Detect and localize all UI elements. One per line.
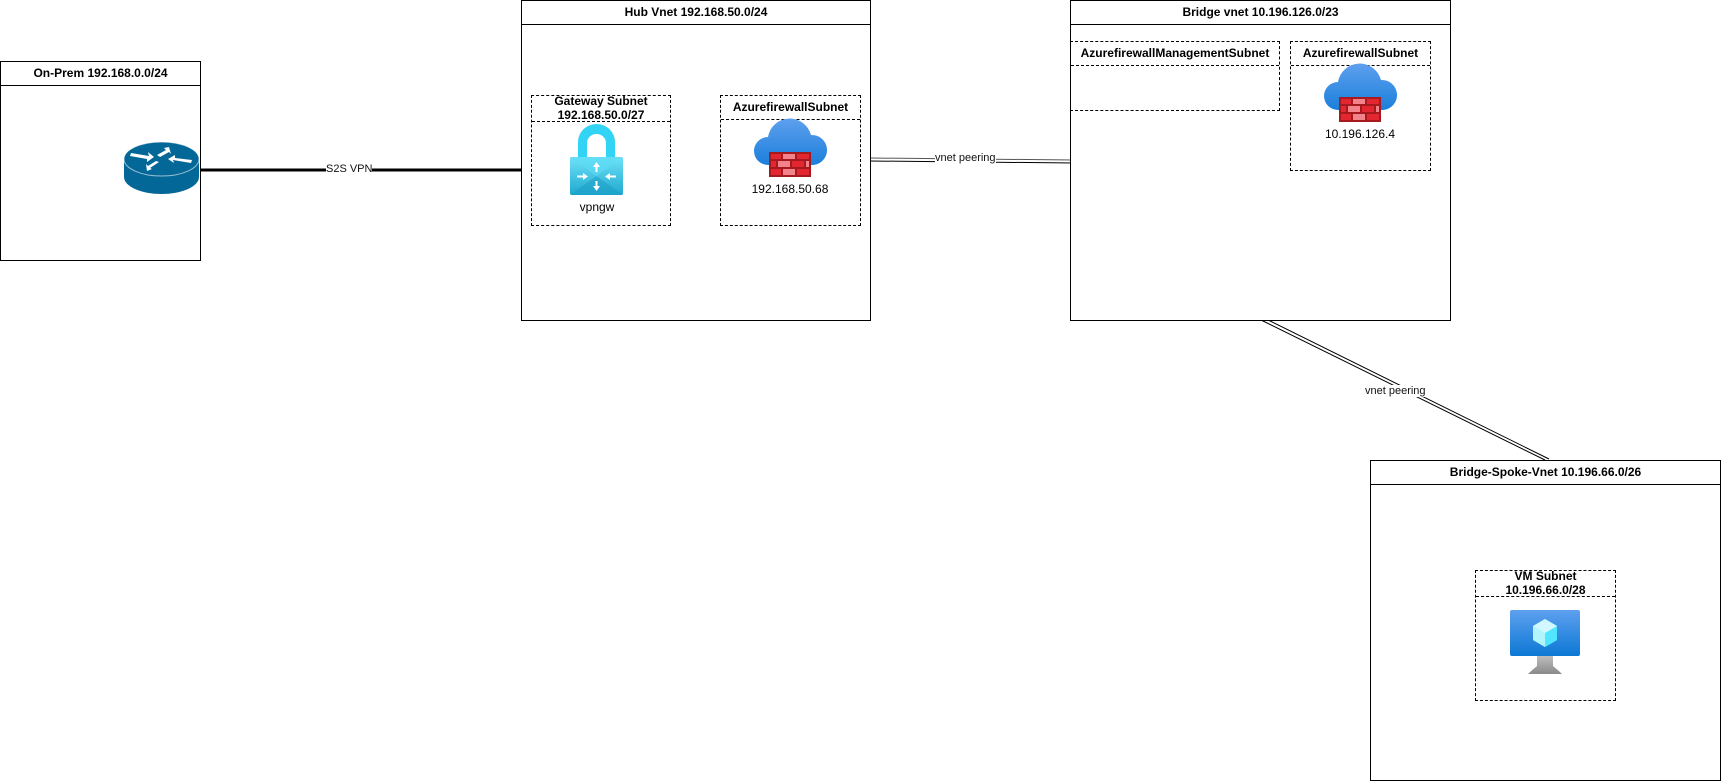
vm-subnet-title: VM Subnet 10.196.66.0/28 xyxy=(1476,567,1615,597)
hub-firewall-ip-label: 192.168.50.68 xyxy=(751,182,829,196)
hub-azure-firewall-icon[interactable] xyxy=(754,115,828,177)
spoke-vnet-title: Bridge-Spoke-Vnet 10.196.66.0/26 xyxy=(1371,461,1720,485)
hub-bridge-peering-label: vnet peering xyxy=(935,152,996,164)
bridge-mgmt-subnet[interactable]: AzurefirewallManagementSubnet xyxy=(1070,41,1280,111)
vm-subnet[interactable]: VM Subnet 10.196.66.0/28 xyxy=(1475,567,1616,701)
bridge-vnet-title: Bridge vnet 10.196.126.0/23 xyxy=(1071,1,1450,25)
hub-vnet-title: Hub Vnet 192.168.50.0/24 xyxy=(522,1,870,25)
bridge-azure-firewall-icon[interactable] xyxy=(1324,60,1398,122)
gateway-subnet-name: Gateway Subnet xyxy=(554,94,648,108)
vm-subnet-name: VM Subnet xyxy=(1514,569,1577,583)
onprem-container[interactable]: On-Prem 192.168.0.0/24 xyxy=(0,61,201,261)
gateway-subnet-title: Gateway Subnet 192.168.50.0/27 xyxy=(532,92,670,122)
vpn-gateway-icon[interactable] xyxy=(570,124,623,195)
virtual-machine-icon[interactable] xyxy=(1510,610,1580,675)
gateway-subnet[interactable]: Gateway Subnet 192.168.50.0/27 xyxy=(531,92,671,226)
onprem-title: On-Prem 192.168.0.0/24 xyxy=(1,62,200,86)
vm-subnet-cidr: 10.196.66.0/28 xyxy=(1505,583,1586,597)
bridge-firewall-ip-label: 10.196.126.4 xyxy=(1324,127,1396,141)
bridge-spoke-peering-label: vnet peering xyxy=(1365,385,1426,397)
vpngw-label: vpngw xyxy=(579,200,615,214)
bridge-vnet-container[interactable]: Bridge vnet 10.196.126.0/23 xyxy=(1070,0,1451,321)
gateway-subnet-cidr: 192.168.50.0/27 xyxy=(557,108,645,122)
s2s-vpn-label: S2S VPN xyxy=(326,163,373,175)
router-icon[interactable] xyxy=(123,141,200,195)
bridge-mgmt-subnet-title: AzurefirewallManagementSubnet xyxy=(1071,42,1279,66)
